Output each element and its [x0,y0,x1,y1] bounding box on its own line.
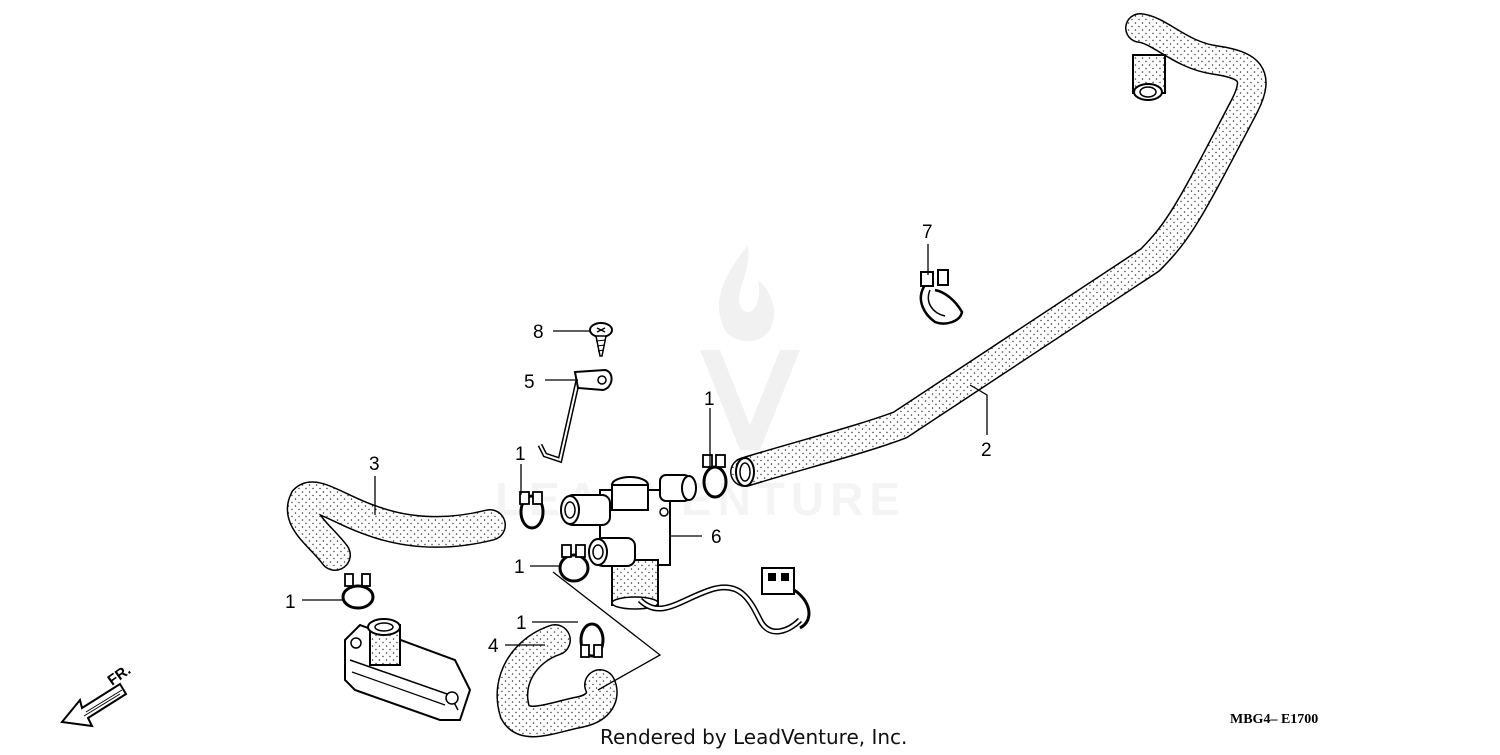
callout-1c: 1 [514,557,525,578]
callout-8: 8 [533,322,544,343]
callout-1e: 1 [704,389,715,410]
callout-1d: 1 [516,613,527,634]
direction-label: FR. [105,661,135,689]
callout-4: 4 [488,636,499,657]
callout-2: 2 [981,440,992,461]
hose-part-4 [496,624,618,738]
callout-1b: 1 [515,444,526,465]
screw-part-8 [589,322,613,357]
clamp-1c [558,544,590,583]
callout-1a: 1 [285,592,296,613]
callout-3: 3 [369,454,380,475]
filter-housing [344,618,472,721]
bracket-part-5 [537,368,613,464]
hose-part-2 [730,13,1267,487]
clamp-1d [579,622,605,658]
watermark-logo: LEADVENTURE [495,245,906,525]
group-bracket-line [552,571,662,691]
valve-part-6 [560,474,811,635]
callout-6: 6 [711,527,722,548]
watermark-text: LEADVENTURE [495,473,906,525]
callout-7: 7 [922,222,933,243]
render-credit: Rendered by LeadVenture, Inc. [600,725,907,749]
callout-5: 5 [524,372,535,393]
clamp-1e [702,454,728,499]
hose-part-3 [286,481,506,571]
clamp-1b [519,491,545,530]
clip-part-7 [919,269,964,325]
diagram-code: MBG4– E1700 [1230,712,1318,727]
front-direction-arrow-icon: FR. [60,661,135,728]
leader-2 [969,384,988,435]
clamp-1a [341,573,375,610]
